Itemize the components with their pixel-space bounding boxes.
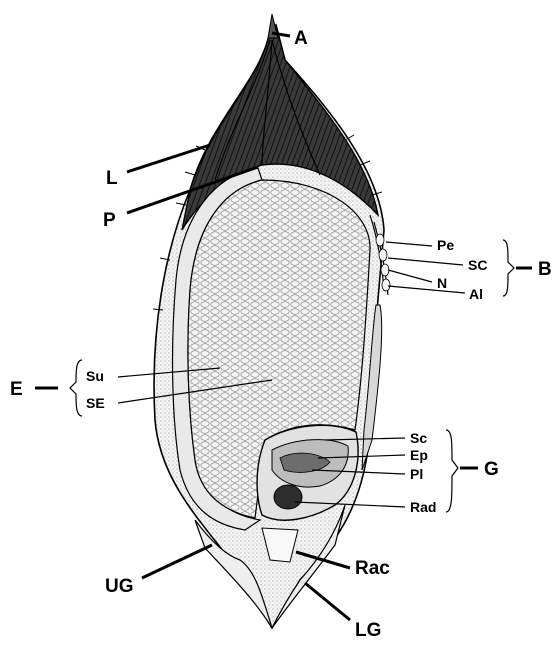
label-b: B — [538, 259, 552, 280]
label-ug: UG — [105, 576, 134, 597]
brace-e — [70, 360, 82, 416]
label-al: Al — [469, 286, 483, 302]
leader-lg — [305, 583, 350, 620]
label-p: P — [103, 210, 116, 231]
leader-ug — [142, 545, 212, 578]
leader-pe — [386, 242, 432, 246]
label-pl: Pl — [410, 466, 423, 482]
leader-al — [388, 286, 465, 293]
label-a: A — [294, 28, 308, 49]
label-rad: Rad — [410, 499, 436, 515]
label-sc-embryo: Sc — [410, 430, 427, 446]
label-sc: SC — [468, 257, 487, 273]
label-ep: Ep — [410, 447, 428, 463]
label-g: G — [484, 459, 499, 480]
label-lg: LG — [355, 620, 381, 641]
brace-b — [503, 240, 514, 296]
label-su: Su — [86, 368, 104, 384]
label-e: E — [10, 379, 23, 400]
label-se: SE — [86, 395, 105, 411]
label-n: N — [437, 275, 447, 291]
label-pe: Pe — [437, 237, 454, 253]
brace-g — [446, 430, 458, 512]
leader-n — [388, 270, 432, 282]
label-rac: Rac — [355, 558, 390, 579]
label-l: L — [106, 168, 118, 189]
radicle — [274, 485, 302, 509]
leader-sc — [388, 258, 463, 265]
